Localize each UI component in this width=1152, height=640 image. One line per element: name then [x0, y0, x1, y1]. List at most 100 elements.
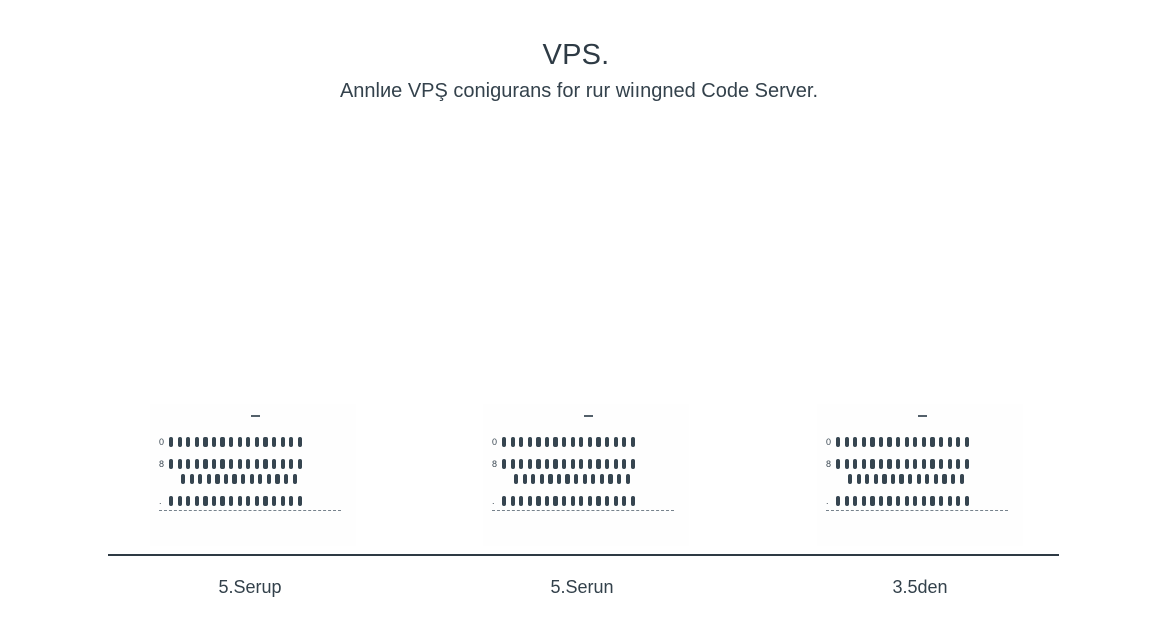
dot-icon [194, 459, 199, 469]
dot-icon [263, 459, 268, 469]
dot-icon [553, 459, 558, 469]
dot-icon [289, 437, 294, 447]
dot-icon [836, 459, 841, 469]
dot-icon [844, 496, 849, 506]
dashed-separator [826, 510, 1008, 512]
dot-icon [956, 437, 961, 447]
dot-icon [283, 474, 289, 484]
dot-icon [596, 459, 601, 469]
dot-icon [870, 496, 875, 506]
dot-icon [548, 474, 553, 484]
dot-icon [203, 437, 208, 447]
page-title: VPS. [542, 39, 610, 71]
dot-icon [186, 496, 191, 506]
dot-icon [181, 474, 186, 484]
dot-icon [865, 474, 870, 484]
vps-config-panel-2[interactable]: 0 8 . [483, 404, 689, 546]
dot-icon [275, 474, 280, 484]
dot-icon [870, 459, 875, 469]
dot-icon [938, 459, 944, 469]
dot-icon [553, 496, 558, 506]
dot-icon [574, 474, 579, 484]
dot-icon [587, 496, 592, 506]
dot-icon [263, 496, 268, 506]
dot-icon [925, 474, 930, 484]
dot-icon [246, 496, 251, 506]
dot-icon [930, 459, 935, 469]
dot-icon [896, 496, 901, 506]
page-subtitle: Annlиe VPŞ conigurans for rur wiıngned C… [339, 80, 819, 102]
row-marker: . [159, 496, 162, 506]
row-marker: 0 [492, 437, 498, 447]
dot-row [836, 437, 969, 447]
server-option-label-1[interactable]: 5.Serup [218, 577, 282, 597]
dot-icon [942, 474, 947, 484]
dot-icon [582, 474, 587, 484]
dot-icon [873, 474, 878, 484]
dot-icon [258, 474, 263, 484]
vps-config-panel-1[interactable]: 0 8 . [150, 404, 356, 546]
dot-icon [570, 496, 575, 506]
dot-icon [613, 437, 618, 447]
dot-row [502, 437, 635, 447]
dot-icon [947, 496, 952, 506]
dot-icon [177, 459, 182, 469]
dot-icon [562, 496, 567, 506]
vps-config-panel-3[interactable]: 0 8 . [817, 404, 1023, 546]
dot-icon [930, 437, 935, 447]
dot-icon [169, 437, 174, 447]
dashed-separator [159, 510, 341, 512]
dot-icon [887, 437, 892, 447]
dot-icon [536, 496, 541, 506]
dot-icon [608, 474, 613, 484]
dot-icon [921, 496, 926, 506]
dot-icon [908, 474, 913, 484]
dot-icon [280, 437, 285, 447]
dot-row [169, 437, 302, 447]
panel-handle-icon [251, 415, 260, 417]
dot-icon [553, 437, 558, 447]
dot-icon [246, 437, 251, 447]
dot-icon [232, 474, 237, 484]
dot-icon [502, 496, 507, 506]
dot-icon [959, 474, 964, 484]
dot-icon [297, 437, 302, 447]
dot-icon [604, 437, 610, 447]
dot-icon [630, 496, 635, 506]
dot-icon [220, 496, 225, 506]
dot-icon [510, 496, 515, 506]
dot-icon [280, 459, 285, 469]
dot-icon [947, 437, 952, 447]
dot-icon [956, 496, 961, 506]
dot-icon [587, 437, 592, 447]
dot-icon [853, 459, 858, 469]
dot-icon [882, 474, 887, 484]
dot-icon [237, 496, 242, 506]
dot-icon [853, 437, 858, 447]
dot-icon [206, 474, 211, 484]
dot-icon [904, 437, 909, 447]
dot-icon [596, 496, 601, 506]
dot-icon [237, 459, 242, 469]
dot-icon [570, 459, 575, 469]
dot-icon [531, 474, 536, 484]
row-marker: 8 [492, 459, 498, 469]
dot-row [169, 496, 302, 506]
dot-icon [599, 474, 604, 484]
dot-icon [536, 437, 541, 447]
dot-icon [544, 437, 550, 447]
dot-icon [194, 496, 199, 506]
dot-icon [938, 437, 944, 447]
server-option-label-2[interactable]: 5.Serun [550, 577, 614, 597]
dot-icon [527, 496, 532, 506]
dot-icon [271, 437, 277, 447]
dot-icon [556, 474, 562, 484]
dot-row [502, 496, 635, 506]
row-marker: 8 [826, 459, 832, 469]
dot-icon [630, 459, 635, 469]
dot-row [848, 474, 964, 484]
dot-icon [263, 437, 268, 447]
dot-icon [844, 459, 849, 469]
dot-icon [604, 459, 610, 469]
server-option-label-3[interactable]: 3.5den [892, 577, 948, 597]
